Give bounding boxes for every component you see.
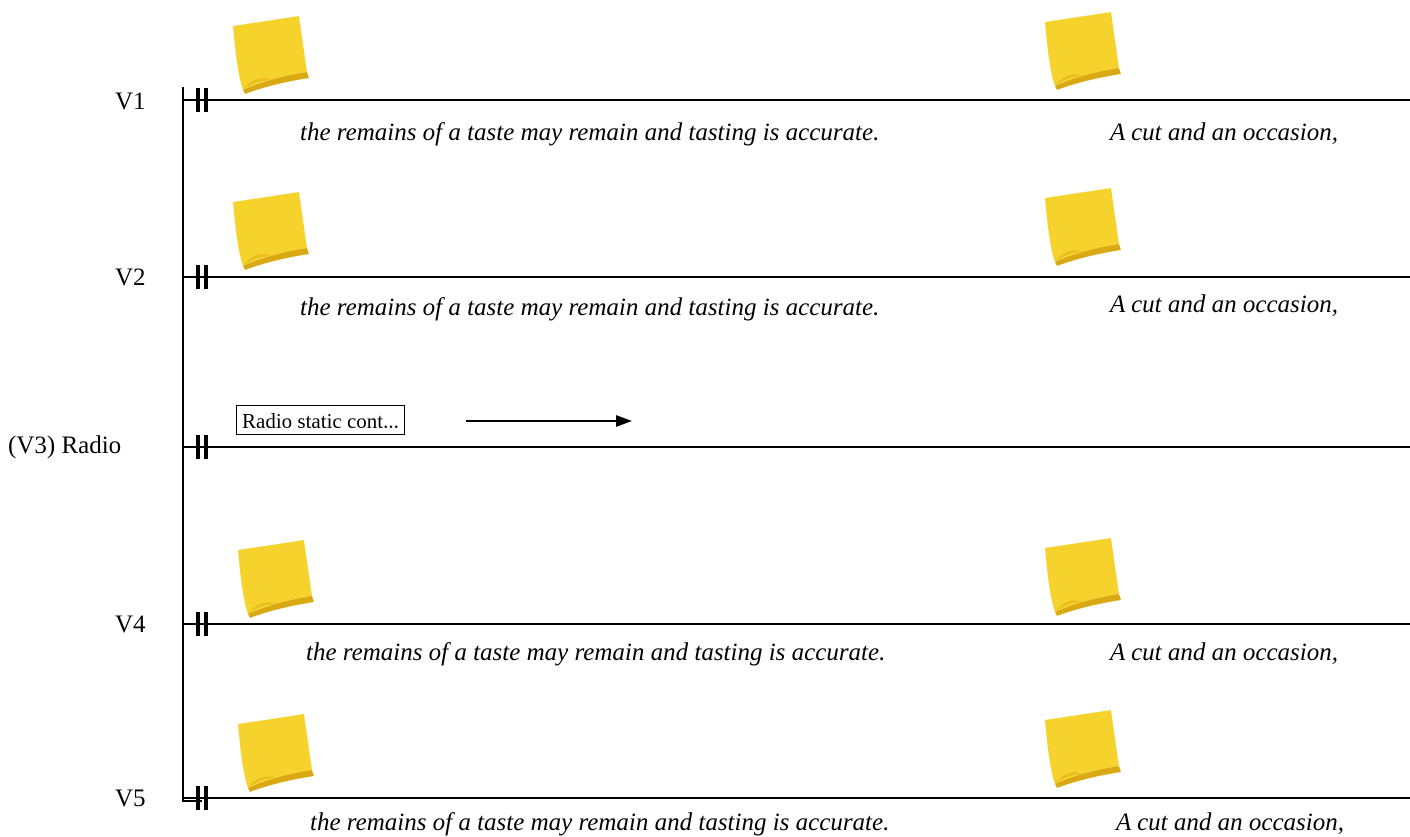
track-line-v5	[182, 797, 1410, 799]
double-bar-marker-icon[interactable]	[196, 88, 208, 112]
sticky-note-icon[interactable]	[234, 712, 318, 792]
lyric-text[interactable]: the remains of a taste may remain and ta…	[300, 294, 880, 321]
track-label-v4: V4	[115, 611, 146, 638]
lyric-text[interactable]: A cut and an occasion,	[1110, 119, 1338, 146]
timeline-axis	[182, 87, 184, 801]
track-line-v2	[182, 276, 1410, 278]
lyric-text[interactable]: the remains of a taste may remain and ta…	[300, 119, 880, 146]
sticky-note-icon[interactable]	[1041, 186, 1125, 266]
right-arrow-icon	[466, 415, 632, 427]
sticky-note-icon[interactable]	[234, 538, 318, 618]
track-line-v4	[182, 623, 1410, 625]
track-label-v5: V5	[115, 785, 146, 812]
sticky-note-icon[interactable]	[1041, 536, 1125, 616]
track-label-v1: V1	[115, 88, 146, 115]
lyric-text[interactable]: the remains of a taste may remain and ta…	[306, 639, 886, 666]
track-line-v1	[182, 99, 1410, 101]
sticky-note-icon[interactable]	[229, 14, 313, 94]
timeline-axis-end	[182, 800, 202, 802]
lyric-text[interactable]: A cut and an occasion,	[1110, 639, 1338, 666]
lyric-text[interactable]: the remains of a taste may remain and ta…	[310, 809, 890, 836]
track-label-v2: V2	[115, 264, 146, 291]
double-bar-marker-icon[interactable]	[196, 786, 208, 810]
double-bar-marker-icon[interactable]	[196, 265, 208, 289]
sticky-note-icon[interactable]	[229, 190, 313, 270]
track-label-radio: (V3) Radio	[8, 432, 122, 459]
double-bar-marker-icon[interactable]	[196, 612, 208, 636]
radio-clip[interactable]: Radio static cont...	[236, 405, 405, 435]
sticky-note-icon[interactable]	[1041, 10, 1125, 90]
lyric-text[interactable]: A cut and an occasion,	[1116, 809, 1344, 836]
sticky-note-icon[interactable]	[1041, 708, 1125, 788]
double-bar-marker-icon[interactable]	[196, 435, 208, 459]
lyric-text[interactable]: A cut and an occasion,	[1110, 291, 1338, 318]
track-line-radio	[182, 446, 1410, 448]
